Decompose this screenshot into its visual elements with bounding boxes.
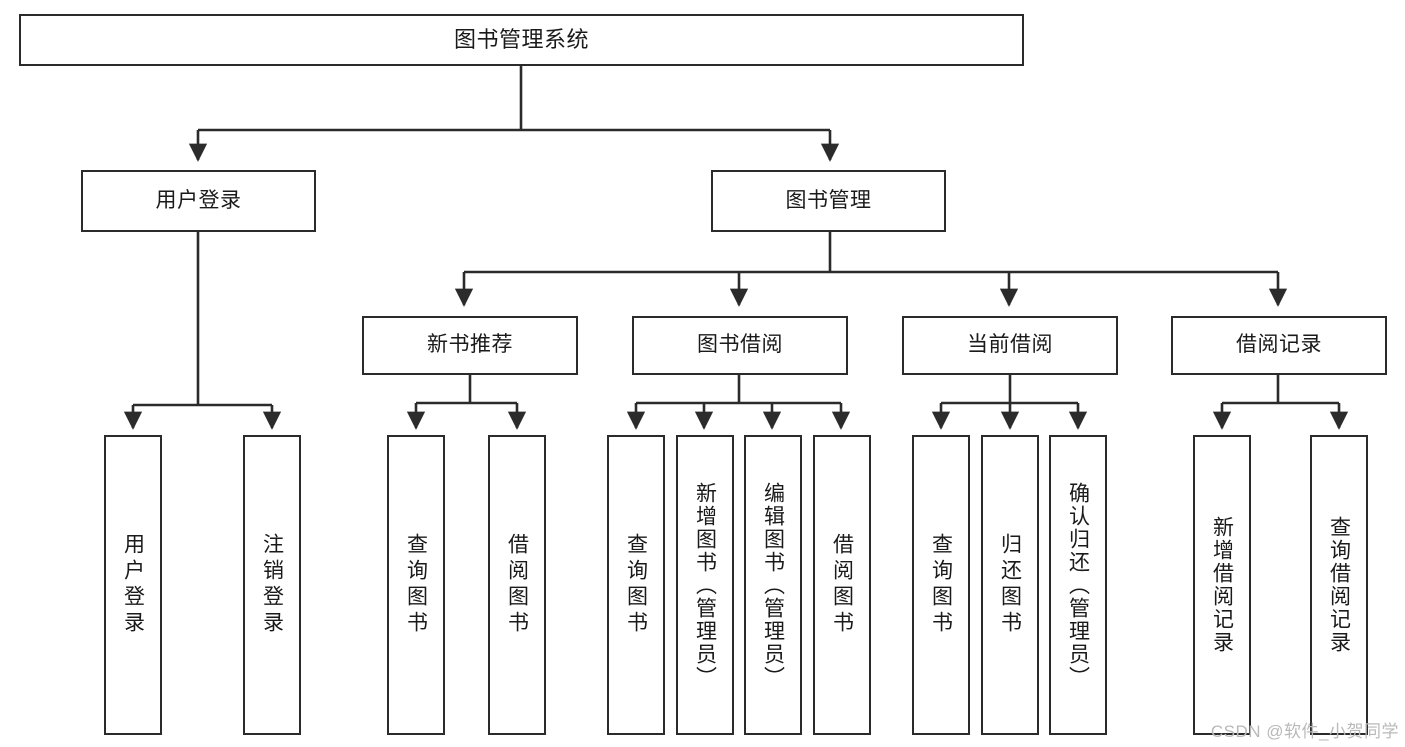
- node-leaf-edit-book-admin[interactable]: 编辑图书（管理员）: [744, 435, 802, 735]
- node-leaf-query-book-1[interactable]: 查询图书: [387, 435, 445, 735]
- node-new-book-recommend-label: 新书推荐: [427, 333, 513, 357]
- node-leaf-add-book-admin-label: 新增图书（管理员）: [693, 481, 717, 689]
- node-leaf-confirm-return-admin[interactable]: 确认归还（管理员）: [1049, 435, 1107, 735]
- node-root-label: 图书管理系统: [453, 27, 589, 53]
- node-book-borrow[interactable]: 图书借阅: [632, 316, 848, 375]
- node-leaf-borrow-book-2-label: 借阅图书: [830, 533, 854, 637]
- node-new-book-recommend[interactable]: 新书推荐: [362, 316, 578, 375]
- node-leaf-query-book-3[interactable]: 查询图书: [912, 435, 970, 735]
- node-book-borrow-label: 图书借阅: [697, 333, 783, 357]
- node-leaf-edit-book-admin-label: 编辑图书（管理员）: [761, 481, 785, 689]
- node-book-manage-label: 图书管理: [785, 188, 872, 212]
- node-leaf-query-book-2-label: 查询图书: [624, 533, 648, 637]
- node-leaf-query-book-2[interactable]: 查询图书: [607, 435, 665, 735]
- node-leaf-return-book-label: 归还图书: [998, 533, 1022, 637]
- node-leaf-user-login-label: 用户登录: [121, 533, 145, 637]
- watermark: CSDN @软件_小贺同学: [1210, 722, 1399, 741]
- node-current-borrow[interactable]: 当前借阅: [902, 316, 1118, 375]
- node-leaf-logout-login[interactable]: 注销登录: [243, 435, 301, 735]
- node-leaf-borrow-book-1-label: 借阅图书: [505, 533, 529, 637]
- node-user-login[interactable]: 用户登录: [81, 170, 316, 232]
- node-leaf-query-book-1-label: 查询图书: [404, 533, 428, 637]
- node-leaf-logout-login-label: 注销登录: [260, 533, 284, 637]
- node-leaf-query-borrow-record[interactable]: 查询借阅记录: [1310, 435, 1368, 735]
- node-borrow-record-label: 借阅记录: [1236, 333, 1322, 357]
- node-leaf-user-login[interactable]: 用户登录: [104, 435, 162, 735]
- node-root[interactable]: 图书管理系统: [19, 14, 1024, 66]
- node-book-manage[interactable]: 图书管理: [711, 170, 946, 232]
- node-leaf-add-book-admin[interactable]: 新增图书（管理员）: [676, 435, 734, 735]
- node-current-borrow-label: 当前借阅: [967, 333, 1053, 357]
- node-leaf-add-borrow-record[interactable]: 新增借阅记录: [1193, 435, 1251, 735]
- node-leaf-query-borrow-record-label: 查询借阅记录: [1327, 516, 1351, 654]
- node-borrow-record[interactable]: 借阅记录: [1171, 316, 1387, 375]
- node-leaf-add-borrow-record-label: 新增借阅记录: [1210, 516, 1234, 654]
- node-leaf-confirm-return-admin-label: 确认归还（管理员）: [1066, 481, 1090, 689]
- node-leaf-borrow-book-1[interactable]: 借阅图书: [488, 435, 546, 735]
- node-leaf-borrow-book-2[interactable]: 借阅图书: [813, 435, 871, 735]
- node-leaf-query-book-3-label: 查询图书: [929, 533, 953, 637]
- node-user-login-label: 用户登录: [155, 188, 242, 212]
- node-leaf-return-book[interactable]: 归还图书: [981, 435, 1039, 735]
